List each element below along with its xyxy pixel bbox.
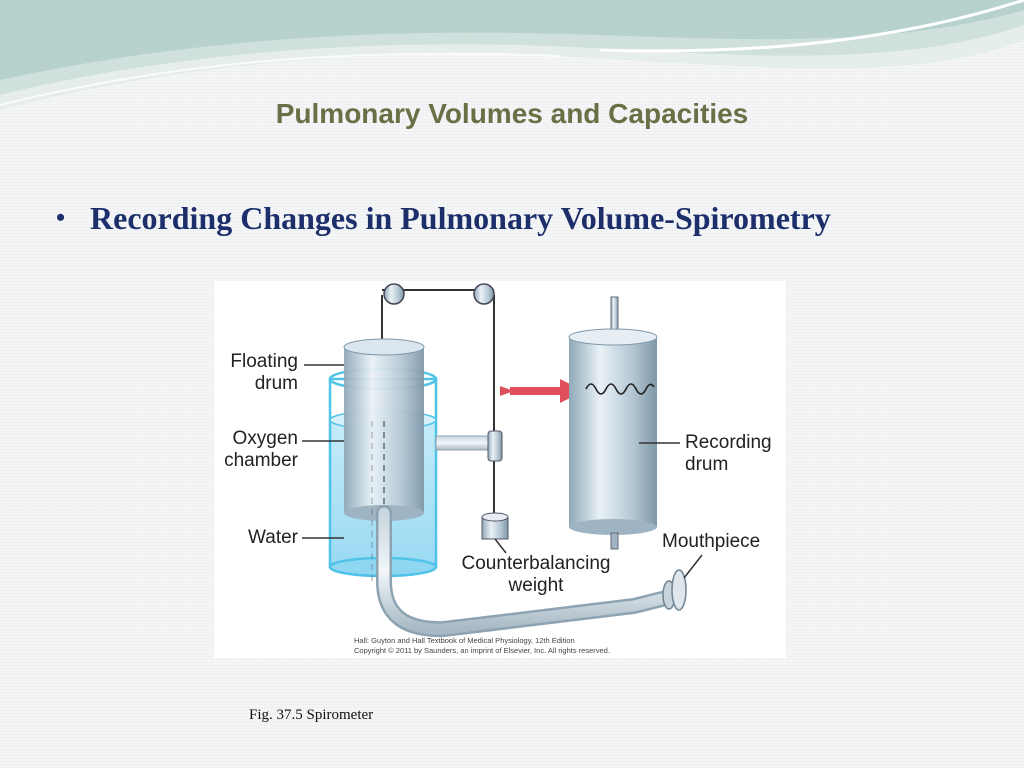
- spirometer-diagram: [302, 283, 703, 638]
- spirometer-figure: Floating drum Oxygen chamber Water Count…: [214, 281, 786, 658]
- label-oxygen-chamber: Oxygen chamber: [224, 428, 298, 471]
- bullet-item: • Recording Changes in Pulmonary Volume-S…: [56, 200, 996, 237]
- label-leaders: [302, 364, 703, 579]
- label-water: Water: [248, 527, 298, 548]
- label-floating-drum: Floating drum: [230, 351, 298, 394]
- counterbalancing-weight: [481, 512, 509, 540]
- bullet-marker: •: [56, 203, 66, 232]
- left-pulley: [383, 283, 405, 305]
- right-pulley: [473, 283, 495, 305]
- slide-title: Pulmonary Volumes and Capacities: [275, 98, 749, 129]
- label-mouthpiece: Mouthpiece: [662, 531, 761, 552]
- figure-credit: Hall: Guyton and Hall Textbook of Medica…: [354, 636, 610, 655]
- pen-arm: [435, 430, 503, 462]
- label-recording-drum: Recording drum: [685, 432, 772, 475]
- label-counterbalancing-weight: Counterbalancing weight: [461, 553, 611, 596]
- bullet-text: Recording Changes in Pulmonary Volume-Sp…: [90, 200, 831, 236]
- recording-drum: [568, 296, 658, 550]
- mouthpiece: [662, 569, 687, 611]
- floating-drum: [343, 338, 425, 581]
- header-swoosh-decoration: [0, 0, 1024, 110]
- trace-line: [585, 383, 655, 395]
- pulley-system: [381, 283, 495, 521]
- figure-caption: Fig. 37.5 Spirometer: [249, 707, 374, 723]
